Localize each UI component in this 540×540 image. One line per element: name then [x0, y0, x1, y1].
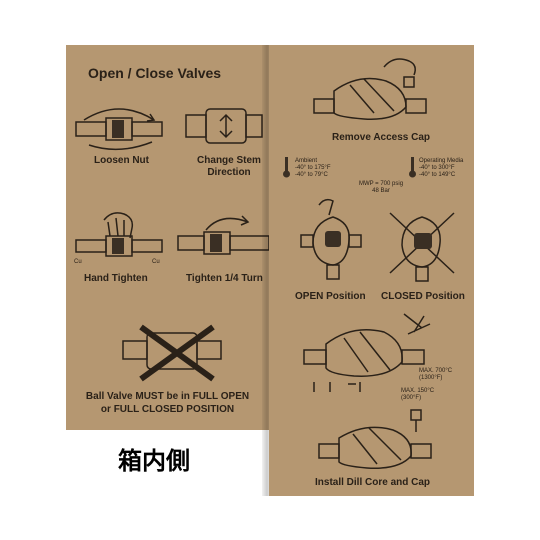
max-temperature-150c: MAX. 150°C (300°F): [401, 388, 435, 401]
cu-right-label: Cu: [152, 259, 160, 265]
change-stem-illustration: [185, 108, 263, 144]
max-temperature-700c: MAX. 700°C (1300°F): [419, 368, 453, 381]
thermometer-icon: [283, 157, 290, 178]
box-inside-caption: 箱内側: [118, 447, 190, 475]
closed-position-illustration: [389, 212, 455, 282]
step-tighten-quarter-turn-label: Tighten 1/4 Turn: [186, 273, 263, 284]
left-instruction-panel: Open / Close Valves Loosen Nut Change St…: [66, 45, 269, 430]
step-change-stem-label: Change Stem Direction: [197, 155, 261, 178]
box-fold-crease: [262, 45, 272, 496]
brazing-heat-illustration: [303, 313, 431, 392]
step-hand-tighten-label: Hand Tighten: [84, 273, 148, 284]
remove-access-cap-illustration: [313, 58, 427, 120]
right-instruction-panel: Remove Access Cap Ambient -40° to 175°F …: [269, 45, 474, 496]
closed-position-label: CLOSED Position: [381, 291, 465, 302]
remove-access-cap-label: Remove Access Cap: [332, 132, 431, 143]
tighten-quarter-turn-illustration: [177, 215, 269, 255]
hand-tighten-illustration: [75, 212, 163, 257]
operating-media-temperature-range: Operating Media -40° to 300°F -40° to 14…: [419, 158, 464, 178]
install-core-and-cap-illustration: [318, 409, 432, 469]
cu-left-label: Cu: [74, 259, 82, 265]
open-close-title: Open / Close Valves: [88, 65, 222, 81]
step-loosen-nut-label: Loosen Nut: [94, 155, 149, 166]
ball-valve-warning-text: Ball Valve MUST be in FULL OPEN or FULL …: [85, 391, 250, 415]
open-position-label: OPEN Position: [295, 291, 366, 302]
max-working-pressure: MWP = 700 psig 48 Bar: [358, 181, 404, 194]
loosen-nut-illustration: [75, 108, 163, 151]
thermometer-icon: [409, 157, 416, 178]
install-core-cap-label: Install Dill Core and Cap: [315, 477, 431, 488]
incorrect-position-crossed-illustration: [122, 324, 222, 382]
ambient-temperature-range: Ambient -40° to 175°F -40° to 79°C: [295, 158, 331, 178]
open-position-illustration: [300, 198, 362, 280]
